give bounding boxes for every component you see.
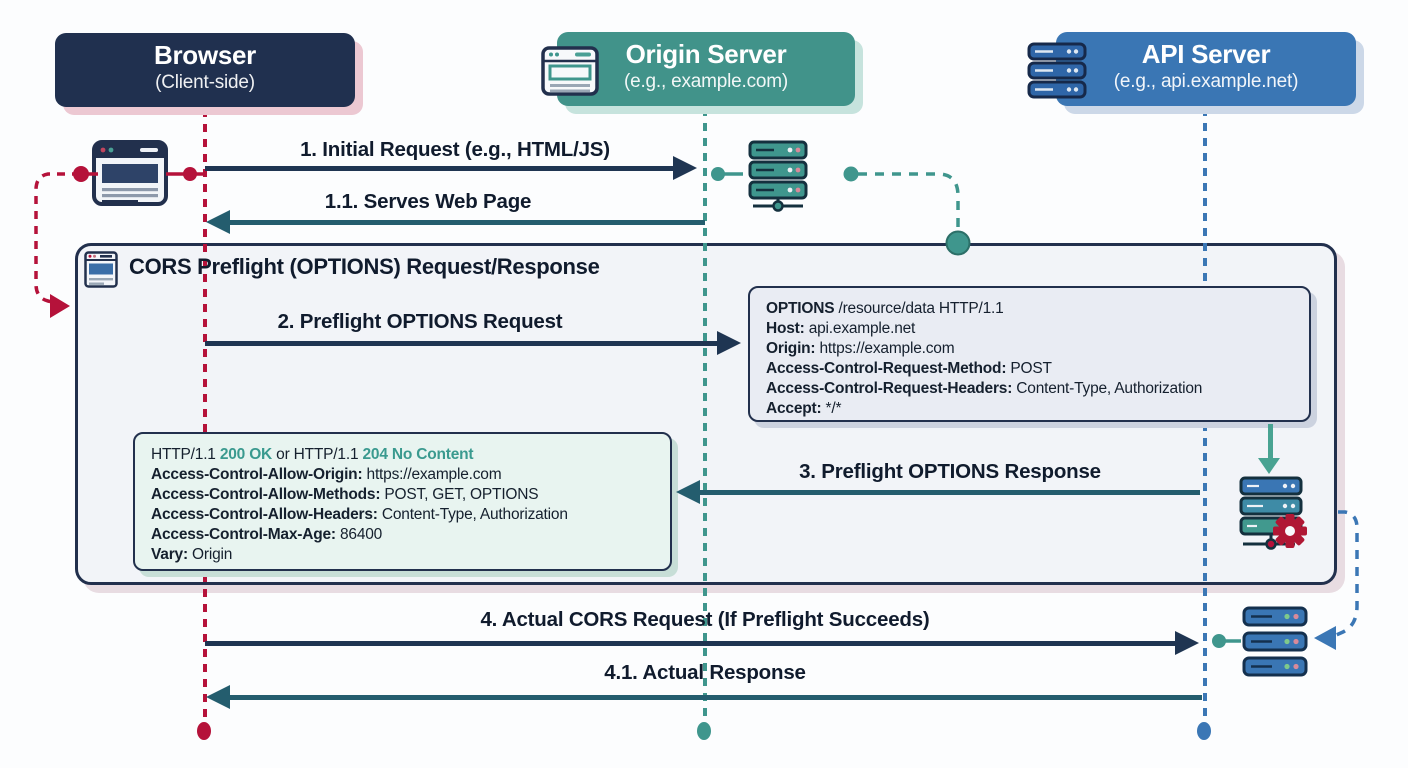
group-browser-window-icon xyxy=(84,251,118,288)
origin-lifeline-end-dot xyxy=(697,722,711,740)
message-3-label: 3. Preflight OPTIONS Response xyxy=(799,460,1101,483)
browser-loop-arrowhead-icon xyxy=(50,294,70,318)
preflight-to-server-arrow-line xyxy=(1268,424,1273,460)
browser-lifeline-end-dot xyxy=(197,722,211,740)
preflight-to-server-arrowhead-icon xyxy=(1258,458,1280,474)
message-1-1-label: 1.1. Serves Web Page xyxy=(324,190,532,213)
api-lifeline-end-dot xyxy=(1197,722,1211,740)
message-4-1-label: 4.1. Actual Response xyxy=(604,661,806,684)
group-to-api-arrowhead-icon xyxy=(1314,626,1336,650)
message-2-label: 2. Preflight OPTIONS Request xyxy=(277,310,563,333)
browser-window-icon xyxy=(92,140,168,206)
api-server-actor-header: API Server (e.g., api.example.net) xyxy=(1056,32,1356,106)
code-line: Access-Control-Max-Age: 86400 xyxy=(151,526,383,543)
code-line: Access-Control-Allow-Origin: https://exa… xyxy=(151,466,502,483)
message-4-1-arrow-line xyxy=(212,695,1202,700)
browser-loop-dashed-path xyxy=(34,172,80,304)
code-line: Access-Control-Request-Headers: Content-… xyxy=(766,380,1203,397)
preflight-response-box: HTTP/1.1 200 OK or HTTP/1.1 204 No Conte… xyxy=(133,432,672,571)
origin-to-group-dashed-path xyxy=(858,172,960,238)
origin-server-stack-icon xyxy=(740,139,816,215)
message-1-1-arrow-line xyxy=(212,220,705,225)
gear-icon xyxy=(1273,514,1307,548)
browser-subtitle: (Client-side) xyxy=(155,72,255,93)
code-line: Host: api.example.net xyxy=(766,320,916,337)
message-2-arrow-line xyxy=(205,341,717,346)
message-2-arrowhead-icon xyxy=(717,331,741,355)
code-line: Access-Control-Allow-Headers: Content-Ty… xyxy=(151,506,568,523)
api-subtitle: (e.g., api.example.net) xyxy=(1113,71,1299,92)
message-3-arrowhead-icon xyxy=(676,480,700,504)
message-4-label: 4. Actual CORS Request (If Preflight Suc… xyxy=(480,608,930,631)
origin-lifeline xyxy=(703,108,707,728)
api-connector-dot xyxy=(1212,634,1226,648)
api-server-stack-icon xyxy=(1240,605,1312,681)
message-4-1-arrowhead-icon xyxy=(206,685,230,709)
preflight-response-lines: HTTP/1.1 200 OK or HTTP/1.1 204 No Conte… xyxy=(135,434,670,576)
browser-right-connector-dot xyxy=(183,167,197,181)
group-title: CORS Preflight (OPTIONS) Request/Respons… xyxy=(129,254,600,279)
code-line: Access-Control-Request-Method: POST xyxy=(766,360,1052,377)
api-header-server-stack-icon xyxy=(1026,42,1088,100)
message-1-1-arrowhead-icon xyxy=(206,210,230,234)
origin-subtitle: (e.g., example.com) xyxy=(623,71,789,92)
message-1-label: 1. Initial Request (e.g., HTML/JS) xyxy=(300,138,610,161)
origin-server-actor-header: Origin Server (e.g., example.com) xyxy=(557,32,855,106)
message-1-arrowhead-icon xyxy=(673,156,697,180)
origin-connector-dot xyxy=(711,167,725,181)
browser-title: Browser xyxy=(154,40,256,70)
browser-lifeline xyxy=(203,109,207,727)
group-to-api-dashed-path xyxy=(1333,510,1359,638)
code-line: HTTP/1.1 200 OK or HTTP/1.1 204 No Conte… xyxy=(151,446,474,463)
message-4-arrow-line xyxy=(205,641,1175,646)
api-server-gear-icon xyxy=(1233,474,1313,564)
origin-header-browser-window-icon xyxy=(541,46,601,98)
code-line: Accept: */* xyxy=(766,400,842,417)
browser-left-connector-dot xyxy=(73,166,89,182)
code-line: Access-Control-Allow-Methods: POST, GET,… xyxy=(151,486,539,503)
origin-branch-dot xyxy=(843,166,859,182)
code-line: Vary: Origin xyxy=(151,546,233,563)
code-line: Origin: https://example.com xyxy=(766,340,955,357)
message-1-arrow-line xyxy=(205,166,675,171)
origin-title: Origin Server xyxy=(625,39,787,69)
browser-actor-header: Browser (Client-side) xyxy=(55,33,355,107)
message-3-arrow-line xyxy=(700,490,1200,495)
api-title: API Server xyxy=(1141,39,1271,69)
code-line: OPTIONS /resource/data HTTP/1.1 xyxy=(766,300,1004,317)
message-4-arrowhead-icon xyxy=(1175,631,1199,655)
